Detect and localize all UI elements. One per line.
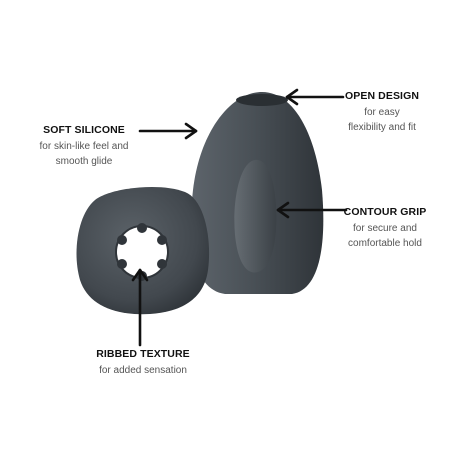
ribbed-texture-nubs [117,223,167,281]
callout-title: SOFT SILICONE [43,124,125,136]
tall-sleeve [190,92,324,294]
callout-description-line: for added sensation [99,365,187,376]
callout-soft-silicone: SOFT SILICONE for skin-like feel and smo… [14,124,154,169]
callout-description-line: flexibility and fit [348,122,416,133]
ring-sleeve-opening [115,225,169,279]
callout-description: for skin-like feel and smooth glide [14,139,154,169]
tall-sleeve-contour-groove [234,159,277,273]
arrow-soft-silicone [138,122,198,140]
callout-arrows [131,88,348,347]
arrow-contour-grip [276,201,348,219]
callout-contour-grip: CONTOUR GRIP for secure and comfortable … [326,206,444,251]
callout-description: for secure and comfortable hold [326,221,444,251]
arrow-open-design [285,88,345,106]
callout-description: for added sensation [58,363,228,378]
callout-description: for easy flexibility and fit [320,105,444,135]
callout-ribbed-texture: RIBBED TEXTURE for added sensation [58,348,228,378]
callout-description-line: for easy [364,107,400,118]
callout-description-line: comfortable hold [348,238,422,249]
tall-sleeve-top-opening [236,94,288,106]
callout-title: RIBBED TEXTURE [96,348,190,360]
arrow-ribbed-texture [131,268,149,347]
callout-open-design: OPEN DESIGN for easy flexibility and fit [320,90,444,135]
callout-description-line: for secure and [353,223,417,234]
callout-title: OPEN DESIGN [344,90,420,102]
ring-sleeve [76,186,210,315]
callout-description-line: smooth glide [55,156,113,167]
callout-title: CONTOUR GRIP [343,206,427,218]
callout-description-line: for skin-like feel and [39,141,129,152]
